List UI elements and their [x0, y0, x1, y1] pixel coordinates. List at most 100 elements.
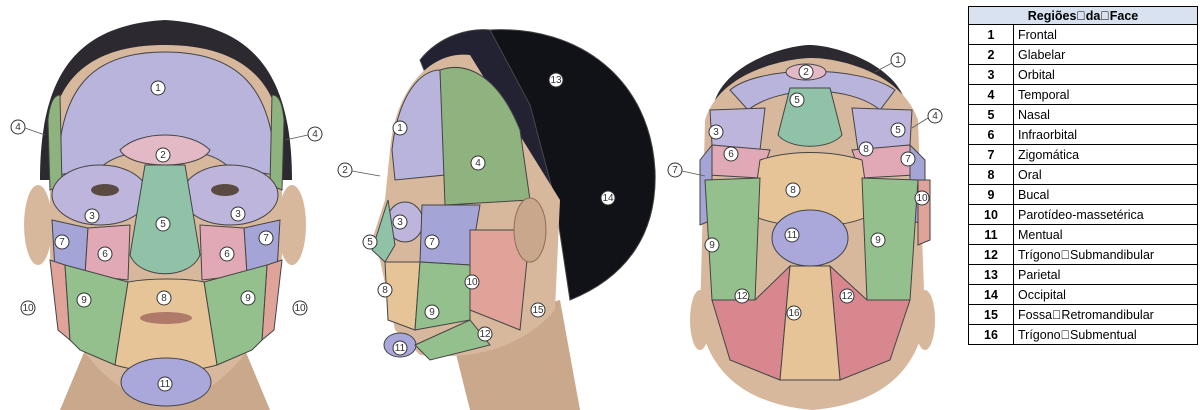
front-callout-4a: 4 [15, 122, 21, 133]
side-callout-13: 13 [550, 75, 562, 86]
legend-row-number: 9 [969, 185, 1014, 205]
bottom-callout-4: 4 [932, 111, 938, 122]
front-eye-left [91, 184, 119, 196]
front-callout-1: 1 [155, 83, 161, 94]
side-callout-12: 12 [479, 329, 491, 340]
front-callout-6a: 6 [102, 249, 108, 260]
legend-row-name: Zigomática [1014, 145, 1198, 165]
legend-row: 4Temporal [969, 85, 1198, 105]
side-callout-7: 7 [429, 237, 435, 248]
region-temporal-right [270, 95, 284, 190]
front-callout-7a: 7 [59, 237, 65, 248]
front-view-head: 1 2 3 4 4 5 6 6 3 7 7 8 9 9 10 10 11 [11, 20, 322, 410]
front-eye-right [211, 184, 239, 196]
front-callout-3b: 3 [235, 209, 241, 220]
side-view-head: 1 13 2 4 14 3 7 5 10 8 9 15 11 12 [338, 30, 655, 410]
legend-row-name: Infraorbital [1014, 125, 1198, 145]
legend-row-number: 7 [969, 145, 1014, 165]
face-regions-diagram: 1 2 3 4 4 5 6 6 3 7 7 8 9 9 10 10 11 [0, 0, 960, 410]
side-region-oral [385, 262, 420, 330]
legend-row-number: 5 [969, 105, 1014, 125]
legend-title: Regiões da Face [969, 7, 1198, 25]
front-callout-10a: 10 [22, 303, 34, 314]
region-temporal-left [48, 95, 62, 190]
front-callout-5: 5 [160, 219, 166, 230]
side-callout-3: 3 [397, 217, 403, 228]
bottom-callout-3: 3 [713, 127, 719, 138]
side-callout-11: 11 [395, 343, 406, 354]
legend-row-number: 3 [969, 65, 1014, 85]
legend-row-name: Nasal [1014, 105, 1198, 125]
legend-row-number: 11 [969, 225, 1014, 245]
side-callout-4: 4 [475, 158, 481, 169]
legend-row-number: 13 [969, 265, 1014, 285]
legend-row-number: 4 [969, 85, 1014, 105]
bottom-callout-12b: 12 [841, 291, 853, 302]
front-callout-11: 11 [160, 379, 171, 390]
bottom-region-mentual [772, 210, 848, 266]
legend-table: Regiões da Face 1Frontal 2Glabelar 3Orbi… [968, 6, 1198, 345]
bottom-callout-11: 11 [787, 230, 798, 241]
bottom-callout-7b: 7 [905, 154, 911, 165]
side-callout-10: 10 [466, 277, 478, 288]
bottom-callout-6: 6 [728, 149, 734, 160]
legend-row-name: Occipital [1014, 285, 1198, 305]
bottom-region-parotideo-right [918, 180, 930, 245]
front-right-ear [278, 185, 306, 265]
front-callout-8: 8 [161, 293, 167, 304]
legend-row-number: 6 [969, 125, 1014, 145]
front-callout-9a: 9 [81, 295, 87, 306]
front-left-ear [24, 185, 52, 265]
side-region-bucal [415, 262, 470, 330]
legend-row-number: 14 [969, 285, 1014, 305]
bottom-callout-8b: 8 [790, 185, 796, 196]
legend-row-number: 16 [969, 325, 1014, 345]
bottom-callout-1: 1 [895, 55, 901, 66]
legend-row-name: Parietal [1014, 265, 1198, 285]
side-ear [514, 198, 546, 262]
bottom-region-bucal-right [862, 178, 918, 300]
front-callout-4b: 4 [312, 129, 318, 140]
legend-row-number: 2 [969, 45, 1014, 65]
bottom-callout-16: 16 [788, 308, 800, 319]
bottom-region-submentual [780, 266, 840, 380]
bottom-callout-5a: 5 [794, 95, 800, 106]
side-callout-2: 2 [342, 165, 348, 176]
bottom-callout-5b: 5 [895, 125, 901, 136]
side-callout-8: 8 [382, 285, 388, 296]
legend-row-name: Parotídeo-massetérica [1014, 205, 1198, 225]
legend-row-name: Oral [1014, 165, 1198, 185]
side-callout-14: 14 [602, 193, 614, 204]
bottom-view-head: 1 2 5 4 3 5 6 8 7 7 10 8 9 9 11 12 12 16 [668, 45, 942, 410]
bottom-callout-10: 10 [916, 193, 928, 204]
side-callout-15: 15 [532, 305, 544, 316]
bottom-callout-7a: 7 [672, 165, 678, 176]
legend-row-name: Mentual [1014, 225, 1198, 245]
front-callout-10b: 10 [294, 303, 306, 314]
legend-row-name: Fossa Retromandibular [1014, 305, 1198, 325]
legend-row-name: Orbital [1014, 65, 1198, 85]
front-mouth [140, 312, 192, 324]
legend-row-number: 10 [969, 205, 1014, 225]
legend-row-name: Temporal [1014, 85, 1198, 105]
front-callout-7b: 7 [263, 233, 269, 244]
front-callout-6b: 6 [224, 249, 230, 260]
front-callout-2: 2 [160, 150, 166, 161]
bottom-callout-9b: 9 [875, 235, 881, 246]
legend-row-name: Trígono Submandibular [1014, 245, 1198, 265]
legend-row-name: Bucal [1014, 185, 1198, 205]
